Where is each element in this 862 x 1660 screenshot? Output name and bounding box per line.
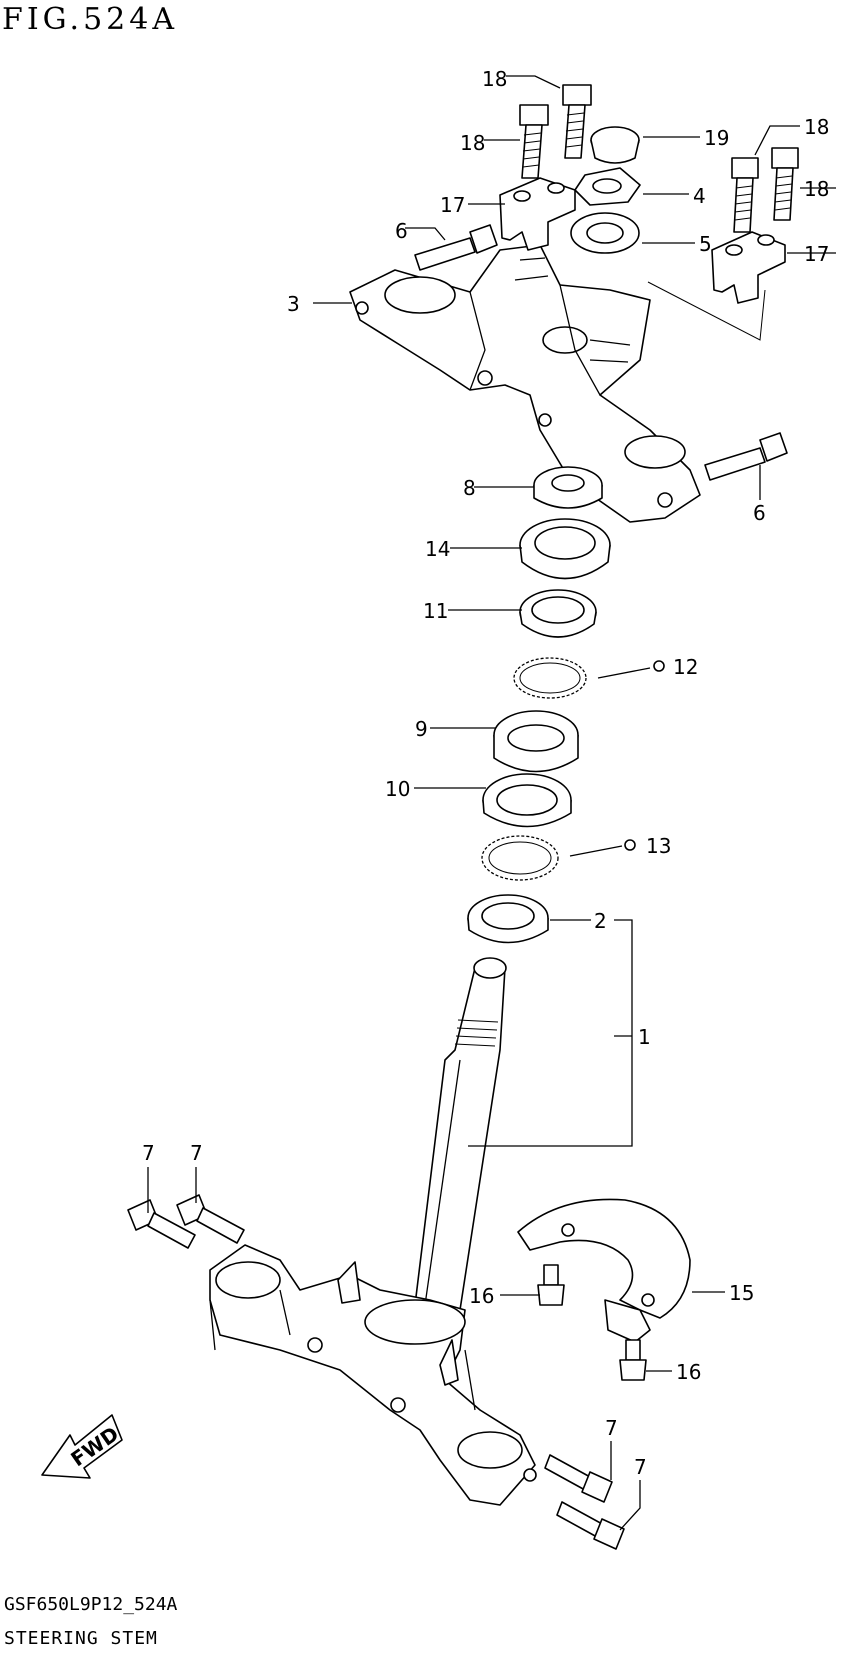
figure-name: STEERING STEM [4,1628,158,1649]
bolt-18-c [731,157,759,233]
callout-15: 15 [729,1281,754,1305]
bolt-16-a [537,1264,565,1306]
ball-ring-upper [513,657,587,699]
callout-16: 16 [469,1284,494,1308]
bolt-18-b [562,84,592,159]
callout-7: 7 [605,1416,618,1440]
bolt-7-b [176,1194,245,1244]
forward-arrow-icon: FWD [41,1414,123,1479]
callout-2: 2 [594,909,607,933]
cap-nut-19 [590,126,640,164]
callout-11: 11 [423,599,448,623]
callout-12: 12 [673,655,698,679]
washer-5 [570,212,640,254]
race-9 [493,710,579,773]
callout-17: 17 [804,242,829,266]
race-2 [467,894,549,944]
callout-1: 1 [638,1025,651,1049]
callout-10: 10 [385,777,410,801]
bolt-6-a [414,224,498,271]
callout-18: 18 [460,131,485,155]
nut-4 [574,167,641,206]
callout-6: 6 [753,501,766,525]
callout-8: 8 [463,476,476,500]
bolt-18-a [519,104,549,179]
handlebar-clamp-right [711,231,786,304]
handlebar-clamp-left [499,177,576,251]
bolt-7-a [127,1199,196,1249]
callout-3: 3 [287,292,300,316]
callout-14: 14 [425,537,450,561]
steering-stem [414,957,507,1311]
callout-19: 19 [704,126,729,150]
callout-17: 17 [440,193,465,217]
callout-7: 7 [142,1141,155,1165]
callout-9: 9 [415,717,428,741]
race-10 [482,773,572,828]
bolt-16-b [619,1339,647,1381]
bolt-7-c [544,1454,613,1503]
lower-bracket [209,1244,537,1506]
callout-4: 4 [693,184,706,208]
callout-7: 7 [190,1141,203,1165]
race-11 [519,589,597,638]
figure-code: GSF650L9P12_524A [4,1594,178,1615]
upper-bracket [349,244,701,523]
bolt-18-d [771,147,799,221]
bolt-7-d [556,1501,625,1550]
ball-ring-lower [481,835,559,881]
callout-5: 5 [699,232,712,256]
callout-18: 18 [804,115,829,139]
lock-nut-8 [533,466,603,509]
dust-seal-14 [519,518,611,580]
callout-labels: 18 18 19 18 18 17 4 5 6 17 3 6 8 14 11 1… [142,67,829,1479]
callout-18: 18 [482,67,507,91]
callout-16: 16 [676,1360,701,1384]
callout-18: 18 [804,177,829,201]
leader-lines [147,75,836,1531]
callout-7: 7 [634,1455,647,1479]
callout-6: 6 [395,219,408,243]
callout-13: 13 [646,834,671,858]
cover-15 [517,1198,691,1343]
bolt-6-b [704,432,788,481]
figure-title: FIG.524A [2,2,179,37]
